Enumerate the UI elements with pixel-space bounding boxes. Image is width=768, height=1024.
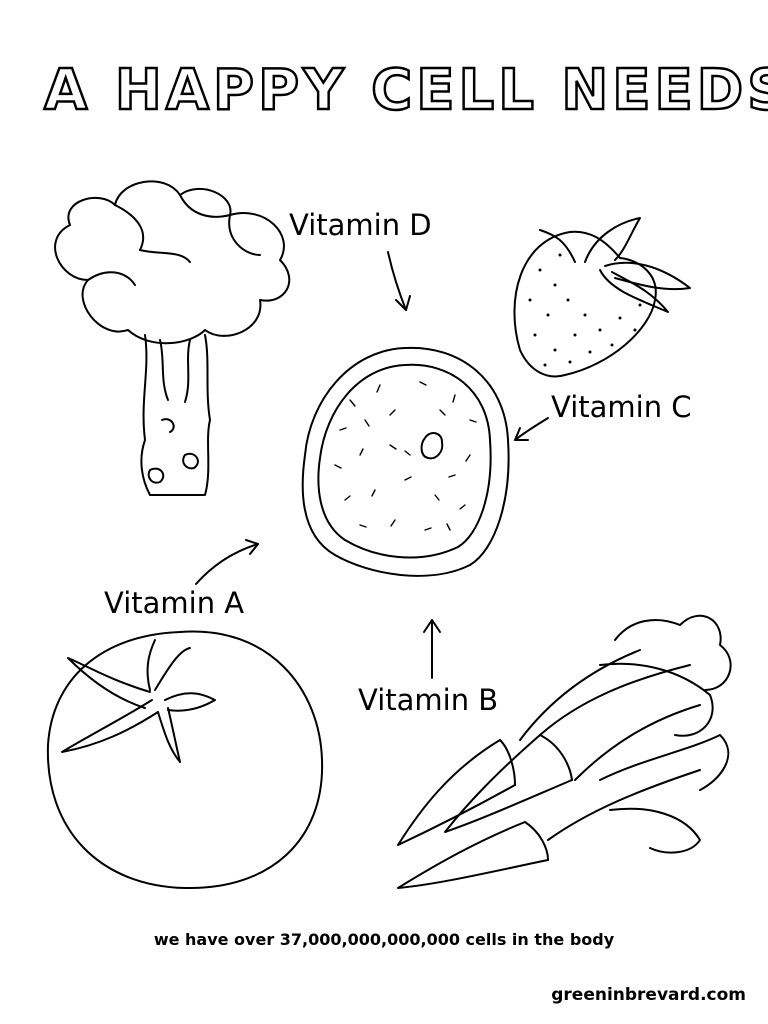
tomato-icon bbox=[46, 630, 324, 890]
label-vitamin-a: Vitamin A bbox=[104, 586, 245, 620]
arrow-vitamin-c bbox=[514, 417, 549, 441]
arrow-vitamin-d bbox=[387, 251, 411, 311]
cell-icon bbox=[301, 346, 510, 577]
arrow-vitamin-b bbox=[423, 619, 441, 679]
label-vitamin-c: Vitamin C bbox=[551, 390, 692, 424]
strawberry-icon bbox=[513, 217, 691, 378]
broccoli-icon bbox=[54, 180, 291, 496]
carrot-icon bbox=[397, 614, 732, 889]
website-credit: greeninbrevard.com bbox=[551, 985, 746, 1005]
cell-count-fact: we have over 37,000,000,000,000 cells in… bbox=[153, 930, 615, 949]
page-title: A HAPPY CELL NEEDS bbox=[43, 57, 768, 125]
arrow-vitamin-a bbox=[195, 539, 259, 585]
label-vitamin-b: Vitamin B bbox=[358, 683, 499, 717]
label-vitamin-d: Vitamin D bbox=[289, 208, 432, 242]
